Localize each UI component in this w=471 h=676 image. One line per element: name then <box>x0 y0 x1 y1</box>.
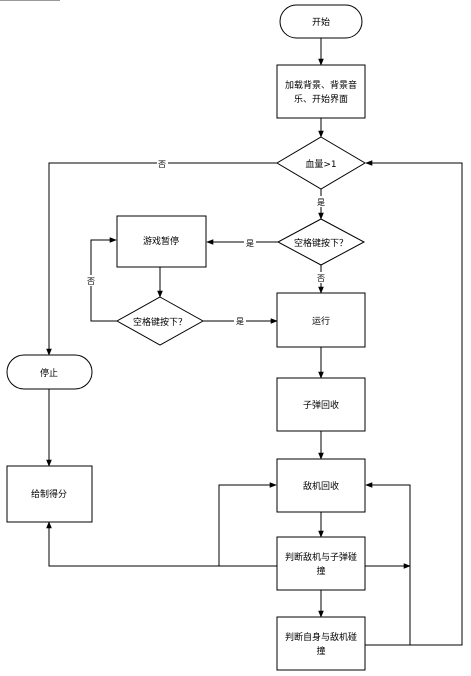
node-space-check-2: 空格键按下？ <box>115 296 205 346</box>
node-enemy-recycle: 敌机回收 <box>276 458 366 513</box>
node-space-check-2-label: 空格键按下？ <box>133 316 187 328</box>
node-space-check-1-label: 空格键按下？ <box>294 237 348 249</box>
node-run-label: 运行 <box>312 315 330 327</box>
node-enemy-recycle-label: 敌机回收 <box>303 480 339 492</box>
node-stop: 停止 <box>6 354 93 390</box>
node-start-label: 开始 <box>312 16 330 28</box>
node-bullet-recycle: 子弹回收 <box>276 377 366 432</box>
node-space-check-1: 空格键按下？ <box>276 218 366 266</box>
node-pause-label: 游戏暂停 <box>143 235 179 247</box>
node-self-enemy-hit-line1: 判断自身与敌机碰 <box>285 631 357 643</box>
node-hp-check-label: 血量>1 <box>305 158 336 170</box>
node-enemy-bullet-hit-line1: 判断敌机与子弹碰 <box>285 551 357 563</box>
edge-hp-no <box>46 162 277 356</box>
edge-hit-score <box>46 521 277 567</box>
node-draw-score-label: 给制得分 <box>31 488 67 500</box>
node-start: 开始 <box>279 4 363 39</box>
node-self-enemy-hit: 判断自身与敌机碰 撞 <box>276 616 366 671</box>
node-load-line2: 乐、开始界面 <box>294 93 348 105</box>
node-bullet-recycle-label: 子弹回收 <box>303 399 339 411</box>
node-enemy-bullet-hit: 判断敌机与子弹碰 撞 <box>276 536 366 591</box>
edge-label-space1-no: 否 <box>317 274 325 283</box>
edge-label-hp-no: 否 <box>158 160 166 169</box>
edge-label-space2-no: 否 <box>87 277 95 286</box>
node-load-line1: 加载背景、背景音 <box>285 79 357 91</box>
node-pause: 游戏暂停 <box>116 215 207 268</box>
edge-outer-loop <box>365 160 463 646</box>
edge-self-loop <box>365 482 411 646</box>
edge-label-space2-yes: 是 <box>236 317 244 326</box>
node-draw-score: 给制得分 <box>6 465 93 523</box>
node-load: 加载背景、背景音 乐、开始界面 <box>276 64 366 119</box>
node-enemy-bullet-hit-line2: 撞 <box>316 565 325 577</box>
edge-loop-left <box>218 482 277 567</box>
node-run: 运行 <box>276 292 366 348</box>
node-stop-label: 停止 <box>40 367 58 379</box>
edge-label-hp-yes: 是 <box>317 198 325 207</box>
node-self-enemy-hit-line2: 撞 <box>316 645 325 657</box>
node-hp-check: 血量>1 <box>276 136 366 190</box>
edge-label-space1-yes: 是 <box>246 239 254 248</box>
